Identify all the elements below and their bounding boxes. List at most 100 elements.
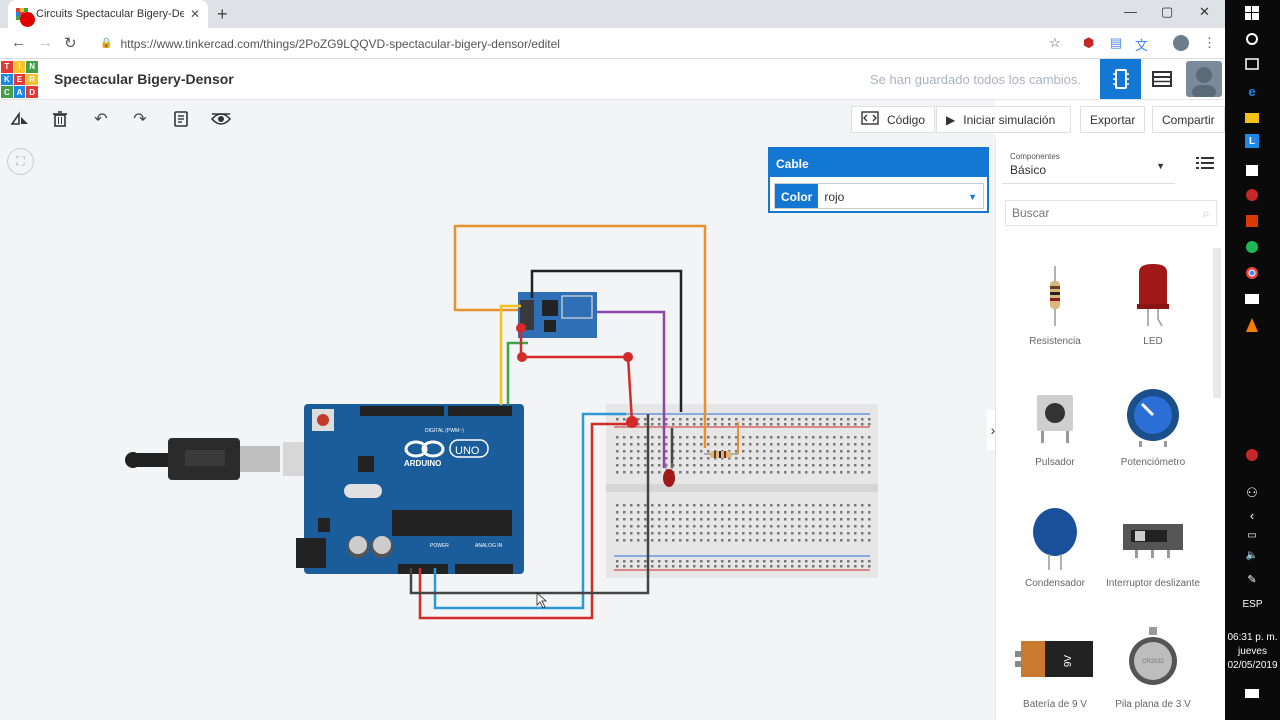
component-label: Resistencia [1029, 336, 1081, 347]
tray-expand-icon[interactable]: ‹ [1249, 507, 1255, 523]
chevron-down-icon: ▼ [1156, 161, 1165, 171]
rotate-icon[interactable] [8, 108, 32, 130]
table-icon [1151, 71, 1172, 87]
export-button-label: Exportar [1090, 112, 1136, 127]
battery-icon[interactable]: ▭ [1247, 529, 1257, 541]
component-slide-switch[interactable]: Interruptor deslizante [1103, 500, 1203, 590]
tray-red-app-icon[interactable] [1243, 446, 1261, 464]
people-icon[interactable]: ⚇ [1246, 485, 1258, 500]
led-icon [1103, 258, 1203, 333]
browser-tab[interactable]: Circuits Spectacular Bigery-Densor ✕ [8, 0, 208, 28]
share-button[interactable]: Compartir [1152, 106, 1225, 133]
new-tab-icon[interactable]: + [217, 4, 228, 24]
wire-purple [597, 310, 666, 468]
forward-icon[interactable]: → [38, 34, 53, 51]
office-icon[interactable] [1243, 212, 1261, 230]
component-label: Batería de 9 V [1023, 699, 1087, 710]
component-search[interactable]: ⌕ [1005, 200, 1217, 226]
component-led[interactable]: LED [1103, 258, 1203, 348]
component-coin-cell[interactable]: CR2032 Pila plana de 3 V [1103, 621, 1203, 711]
redo-icon[interactable]: ↷ [133, 111, 147, 128]
coin-cell-icon: CR2032 [1103, 621, 1203, 696]
tab-close-icon[interactable]: ✕ [189, 7, 200, 21]
undo-icon[interactable]: ↶ [94, 111, 108, 128]
component-list-view-button[interactable] [1141, 59, 1182, 99]
design-title[interactable]: Spectacular Bigery-Densor [54, 71, 234, 87]
visibility-icon[interactable] [209, 108, 233, 130]
clock-day: jueves [1238, 646, 1267, 657]
resistor[interactable] [704, 422, 739, 458]
tab-title: Circuits Spectacular Bigery-Densor [36, 8, 184, 20]
chevron-right-icon: › [990, 422, 996, 438]
wire-red-power [418, 422, 632, 620]
mouse-cursor-icon [536, 592, 548, 609]
export-button[interactable]: Exportar [1080, 106, 1146, 133]
reload-icon[interactable]: ↻ [64, 35, 77, 52]
wire-endpoints[interactable] [516, 323, 638, 428]
file-explorer-icon[interactable] [1243, 108, 1261, 126]
app-l-icon[interactable]: L [1245, 134, 1259, 148]
component-label: Pila plana de 3 V [1115, 699, 1191, 710]
bookmark-star-icon[interactable]: ☆ [1049, 35, 1061, 50]
minimize-icon[interactable]: — [1124, 4, 1137, 19]
cortana-icon[interactable] [1243, 30, 1261, 48]
user-avatar[interactable] [1186, 61, 1222, 97]
edge-icon[interactable]: e [1248, 83, 1256, 99]
back-icon[interactable]: ← [11, 34, 26, 51]
docs-extension-icon[interactable]: ▤ [1110, 35, 1123, 50]
component-category-select[interactable]: Componentes Básico ▼ [1002, 146, 1175, 184]
pocket-extension-icon[interactable]: ⬢ [1083, 35, 1095, 50]
start-simulation-button[interactable]: ▶ Iniciar simulación [936, 106, 1071, 133]
browser-menu-icon[interactable]: ⋮ [1203, 35, 1216, 50]
component-label: Condensador [1024, 578, 1086, 589]
component-potentiometer[interactable]: Potenciómetro [1103, 379, 1203, 469]
component-resistor[interactable]: Resistencia [1005, 258, 1105, 348]
store-icon[interactable] [1243, 160, 1261, 178]
chrome-icon[interactable] [1243, 264, 1261, 282]
chevron-down-icon: ▼ [968, 192, 977, 202]
vlc-icon[interactable] [1243, 316, 1261, 334]
code-button[interactable]: Código [851, 106, 936, 133]
recording-indicator-icon [20, 12, 35, 27]
notes-icon[interactable] [169, 108, 193, 130]
maximize-icon[interactable]: ▢ [1161, 4, 1174, 19]
zoom-to-fit-icon[interactable]: ⛶ [7, 148, 34, 175]
mail-icon[interactable] [1243, 290, 1261, 308]
component-9v-battery[interactable]: 9V Batería de 9 V [1005, 621, 1105, 711]
close-window-icon[interactable]: ✕ [1199, 4, 1210, 19]
action-center-icon[interactable] [1243, 686, 1261, 704]
breadboard[interactable] [606, 404, 878, 578]
omnibox[interactable]: 🔒 https://www.tinkercad.com/things/2PoZG… [90, 32, 1070, 55]
list-view-icon[interactable] [1196, 156, 1214, 173]
red-led[interactable] [663, 463, 675, 487]
search-icon[interactable]: ⌕ [1202, 204, 1210, 221]
arduino-model-text: UNO [455, 445, 480, 457]
input-language[interactable]: ESP [1242, 599, 1263, 610]
profile-avatar-icon[interactable] [1173, 35, 1189, 51]
search-input[interactable] [1012, 206, 1203, 220]
component-pushbutton[interactable]: Pulsador [1005, 379, 1105, 469]
circuit-view-button[interactable] [1100, 59, 1141, 99]
arduino-uno-board[interactable]: ARDUINO UNO DIGITAL (PWM~) POWER ANALOG … [296, 404, 524, 574]
task-view-icon[interactable] [1243, 55, 1261, 73]
component-capacitor[interactable]: Condensador [1005, 500, 1105, 590]
wires[interactable] [409, 224, 707, 620]
color-select[interactable]: Color rojo ▼ [774, 183, 984, 209]
wire-inspector: Cable Color rojo ▼ [768, 147, 989, 213]
translate-extension-icon[interactable]: 文 [1135, 38, 1149, 53]
volume-icon[interactable]: 🔈 [1245, 549, 1259, 561]
esp8266-module[interactable] [518, 292, 597, 338]
circuit-canvas[interactable]: ⛶ [0, 138, 995, 720]
windows-taskbar: e L ⚇ ‹ ▭ 🔈 ✎ ESP 06:31 p. m. jueves 02/… [1225, 0, 1280, 720]
delete-icon[interactable] [48, 108, 72, 130]
pen-icon[interactable]: ✎ [1247, 573, 1257, 586]
panel-scrollbar[interactable] [1213, 248, 1221, 398]
clock-time[interactable]: 06:31 p. m. [1227, 632, 1278, 643]
windows-start-icon[interactable] [1243, 4, 1261, 22]
spotify-icon[interactable] [1243, 238, 1261, 256]
breadboard-holes [616, 418, 871, 568]
usb-cable[interactable] [125, 438, 311, 480]
app-red-circle-icon[interactable] [1243, 186, 1261, 204]
